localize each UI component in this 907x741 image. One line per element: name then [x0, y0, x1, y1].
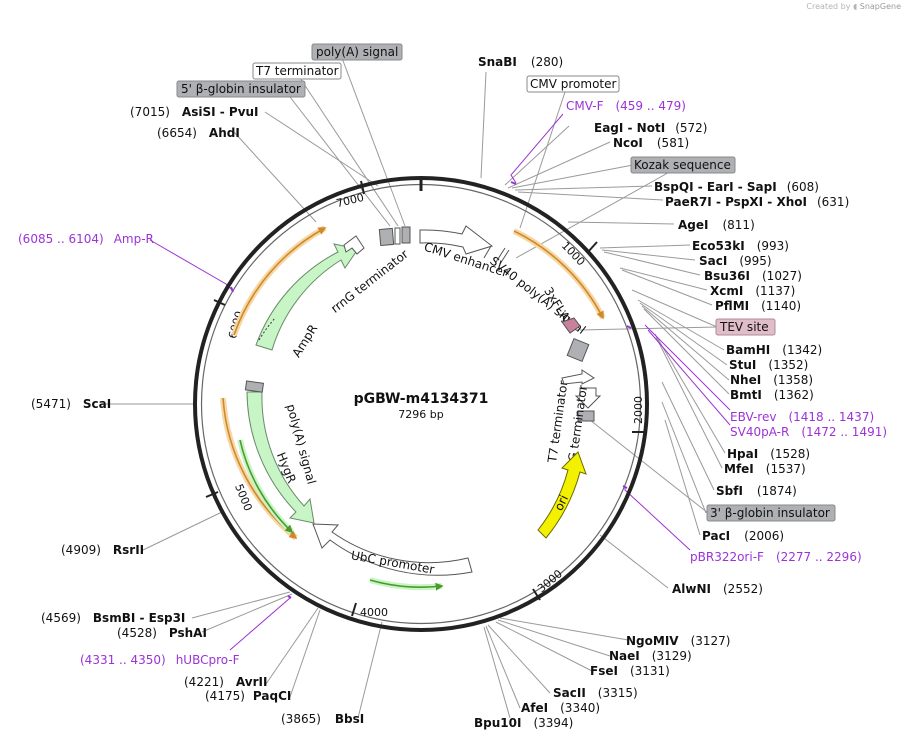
box-label-text: Kozak sequence [634, 158, 731, 172]
feature-box-2 [394, 227, 401, 245]
tick-label: 4000 [360, 606, 388, 619]
restriction-site-label[interactable]: (4909)RsrII [61, 543, 144, 557]
restriction-site-label[interactable]: BspQI - EarI - SapI(608) [654, 180, 819, 194]
primer-label[interactable]: EBV-rev(1418 .. 1437) [730, 410, 874, 424]
rrng-right-arrow [574, 387, 602, 409]
restriction-site-label[interactable]: NheI(1358) [730, 373, 813, 387]
ori-label: ori [552, 493, 571, 513]
cmv-arrow-line [483, 245, 492, 259]
restriction-site-label[interactable]: SacII(3315) [553, 686, 638, 700]
restriction-site-label[interactable]: NgoMIV(3127) [626, 634, 730, 648]
credit-prefix: Created by [806, 2, 851, 11]
restriction-site-label[interactable]: (3865)BbsI [281, 712, 364, 726]
restriction-site-label[interactable]: AlwNI(2552) [672, 582, 763, 596]
restriction-site-label[interactable]: StuI(1352) [729, 358, 808, 372]
boxed-feature-label[interactable]: 3' β-globin insulator [706, 504, 836, 522]
restriction-site-label[interactable]: MfeI(1537) [724, 462, 806, 476]
restriction-site-label[interactable]: SbfI(1874) [716, 484, 797, 498]
restriction-site-label[interactable]: XcmI(1137) [710, 284, 795, 298]
feature-slash-2 [499, 249, 510, 265]
restriction-site-label[interactable]: FseI(3131) [590, 664, 670, 678]
primer-label[interactable]: (4331 .. 4350)hUBCpro-F [80, 653, 240, 667]
boxed-feature-label[interactable]: T7 terminator [252, 62, 342, 80]
restriction-site-label[interactable]: (5471)ScaI [31, 397, 111, 411]
box-label-text: CMV promoter [530, 77, 617, 91]
ubc-label: UbC promoter [350, 548, 435, 576]
t7-arrow [561, 369, 595, 385]
restriction-site-label[interactable]: NaeI(3129) [609, 649, 692, 663]
position-ticks [205, 180, 645, 617]
restriction-site-labels: SnaBI(280) EagI - NotI(572) NcoI(581) Bs… [31, 55, 849, 730]
restriction-site-label[interactable]: PaeR7I - PspXI - XhoI(631) [665, 195, 849, 209]
restriction-site-label[interactable]: AfeI(3340) [521, 701, 600, 715]
restriction-site-label[interactable]: (4528)PshAI [117, 626, 207, 640]
primer-labels: CMV-F(459 .. 479) EBV-rev(1418 .. 1437) … [18, 99, 887, 667]
orf-arc-hygr-line [239, 439, 294, 534]
credit-brand: SnapGene [859, 2, 901, 11]
plasmid-name: pGBW-m4134371 [354, 391, 489, 407]
restriction-site-label[interactable]: Bsu36I(1027) [704, 269, 802, 283]
boxed-feature-label[interactable]: TEV site [715, 318, 776, 336]
orf-arc-ubc-line [369, 579, 444, 591]
hygr-feature [246, 391, 315, 524]
restriction-site-label[interactable]: Bpu10I(3394) [474, 716, 573, 730]
restriction-site-label[interactable]: Eco53kI(993) [692, 239, 789, 253]
feature-slash-1 [495, 247, 506, 263]
boxed-feature-label[interactable]: Kozak sequence [630, 156, 736, 174]
ubc-promoter-feature [312, 523, 473, 576]
snapgene-logo-icon: ◖ [852, 2, 858, 11]
box-label-text: 5' β-globin insulator [181, 82, 301, 96]
right-gray-box [577, 410, 595, 422]
restriction-site-label[interactable]: (4221)AvrII [184, 675, 267, 689]
restriction-site-label[interactable]: SnaBI(280) [478, 55, 563, 69]
box-label-text: 3' β-globin insulator [710, 506, 830, 520]
restriction-site-label[interactable]: PflMI(1140) [715, 299, 801, 313]
box-label-text: TEV site [719, 320, 769, 334]
restriction-site-label[interactable]: BamHI(1342) [726, 343, 822, 357]
restriction-site-label[interactable]: (7015)AsiSI - PvuI [130, 105, 259, 119]
ori-feature [537, 451, 587, 539]
polya-small-box [244, 380, 265, 393]
primer-label[interactable]: CMV-F(459 .. 479) [566, 99, 686, 113]
box-label-text: T7 terminator [255, 64, 339, 78]
restriction-site-label[interactable]: PacI(2006) [702, 529, 784, 543]
box-label-text: poly(A) signal [316, 45, 398, 59]
feature-box-3 [401, 226, 411, 244]
snapgene-credit: Created by ◖ SnapGene [806, 2, 901, 11]
flag-arrow [561, 317, 581, 334]
boxed-feature-label[interactable]: CMV promoter [526, 75, 620, 93]
orf-arc-top-left-line [233, 227, 327, 336]
boxed-feature-label[interactable]: poly(A) signal [311, 43, 403, 61]
restriction-site-label[interactable]: SacI(995) [699, 254, 772, 268]
restriction-site-label[interactable]: NcoI(581) [613, 136, 689, 150]
restriction-site-label[interactable]: EagI - NotI(572) [594, 121, 707, 135]
restriction-site-label[interactable]: AgeI(811) [678, 218, 755, 232]
feature-box-1 [378, 227, 395, 247]
tick-label: 2000 [632, 396, 645, 424]
primer-label[interactable]: pBR322ori-F(2277 .. 2296) [690, 550, 862, 564]
ampr-label: AmpR [289, 322, 320, 360]
boxed-feature-label[interactable]: 5' β-globin insulator [176, 80, 306, 98]
leader-lines [106, 57, 730, 719]
restriction-site-label[interactable]: (6654)AhdI [157, 126, 240, 140]
restriction-site-label[interactable]: (4569)BsmBI - Esp3I [41, 611, 185, 625]
primer-label[interactable]: (6085 .. 6104)Amp-R [18, 232, 154, 246]
primer-label[interactable]: SV40pA-R(1472 .. 1491) [730, 425, 887, 439]
rrng-top-arrow [343, 235, 365, 255]
flag-gray-box [566, 338, 590, 362]
restriction-site-label[interactable]: BmtI(1362) [730, 388, 814, 402]
restriction-site-label[interactable]: HpaI(1528) [727, 447, 810, 461]
restriction-site-label[interactable]: (4175)PaqCI [205, 689, 291, 703]
ampr-dashed [258, 317, 276, 341]
primer-marks [230, 181, 632, 599]
plasmid-size: 7296 bp [398, 408, 443, 421]
cmv-enhancer-feature [419, 225, 494, 255]
orf-arc-top-right-line [513, 230, 604, 320]
